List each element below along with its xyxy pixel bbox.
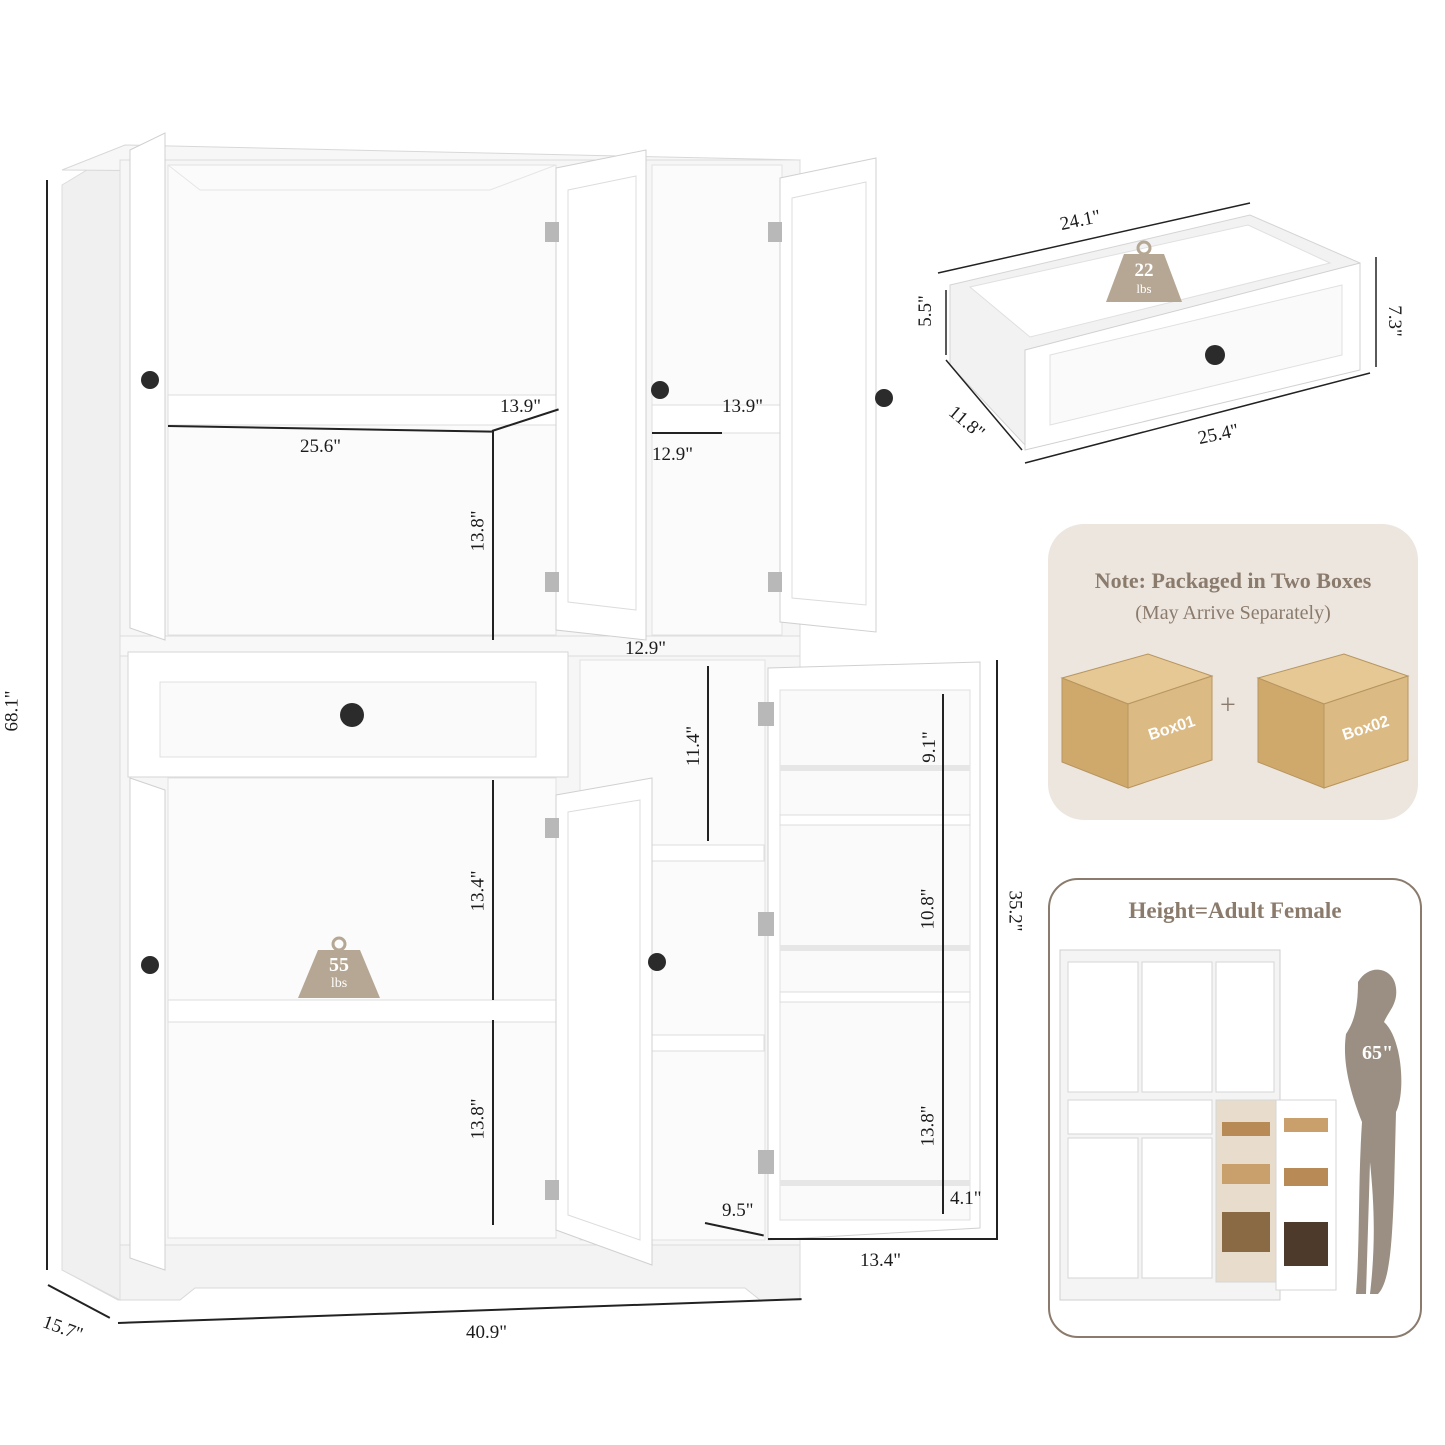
shelf-weight-unit: lbs bbox=[330, 976, 348, 991]
mid-width-label: 12.9" bbox=[625, 638, 667, 659]
drawer-weight-unit: lbs bbox=[1136, 281, 1152, 296]
drawer-illustration bbox=[937, 202, 1377, 464]
cabinet-thumbnail bbox=[1059, 949, 1402, 1301]
height-comparison-card: Height=Adult Female 65" bbox=[1048, 878, 1422, 1338]
door-rack-2-label: 10.8" bbox=[917, 888, 939, 930]
height-card-title: Height=Adult Female bbox=[1128, 898, 1342, 923]
plus-sign: + bbox=[1220, 690, 1236, 721]
door-rack-3-label: 13.8" bbox=[917, 1105, 939, 1147]
cabinet-height-label: 68.1" bbox=[1, 690, 23, 732]
weight-icon bbox=[1106, 240, 1182, 302]
lower-left-lower-height-label: 13.8" bbox=[467, 1098, 489, 1140]
height-dim-line bbox=[46, 180, 48, 1270]
top-left-height-label: 13.8" bbox=[467, 510, 489, 552]
door-width-line bbox=[768, 1238, 996, 1240]
lower-left-upper-height-label: 13.4" bbox=[467, 870, 489, 912]
pantry-height-line bbox=[707, 666, 709, 841]
door-depth-label: 9.5" bbox=[722, 1200, 754, 1221]
top-shelf-width-label: 25.6" bbox=[300, 436, 342, 457]
lower-height-label: 35.2" bbox=[1004, 890, 1026, 932]
shelf-weight-value: 55 bbox=[329, 954, 349, 976]
shelf-weight-badge: 55 lbs bbox=[296, 936, 382, 1000]
weight-icon bbox=[298, 936, 380, 998]
pantry-upper-height-label: 11.4" bbox=[683, 725, 705, 767]
box-icon bbox=[1256, 653, 1410, 789]
door-rack-1-label: 9.1" bbox=[918, 731, 940, 763]
top-shelf-depth-right-label: 13.9" bbox=[722, 396, 764, 417]
cabinet-width-label: 40.9" bbox=[466, 1322, 508, 1343]
packaging-note-card: Note: Packaged in Two Boxes (May Arrive … bbox=[1048, 524, 1418, 820]
top-left-height-line bbox=[492, 430, 494, 640]
top-right-shelf-width-label: 12.9" bbox=[652, 444, 694, 465]
rack-height-line bbox=[942, 694, 944, 1214]
note-subtitle: (May Arrive Separately) bbox=[1135, 602, 1331, 624]
drawer-weight-badge: 22 lbs bbox=[1104, 240, 1184, 304]
box-icon bbox=[1060, 653, 1214, 789]
drawer-weight-value: 22 bbox=[1134, 260, 1154, 281]
drawer-inner-height-label: 5.5" bbox=[914, 295, 936, 327]
figure-height-label: 65" bbox=[1362, 1042, 1394, 1064]
lower-height-line bbox=[996, 660, 998, 1240]
drawer-front-height-label: 7.3" bbox=[1383, 305, 1405, 337]
top-shelf-depth-left-label: 13.9" bbox=[500, 396, 542, 417]
note-title: Note: Packaged in Two Boxes bbox=[1094, 568, 1372, 593]
lower-left-lower-line bbox=[492, 1020, 494, 1225]
door-width-label: 13.4" bbox=[860, 1250, 902, 1271]
right-shelf-line bbox=[652, 432, 722, 434]
door-rack-depth-label: 4.1" bbox=[950, 1188, 982, 1209]
lower-left-upper-line bbox=[492, 780, 494, 1000]
